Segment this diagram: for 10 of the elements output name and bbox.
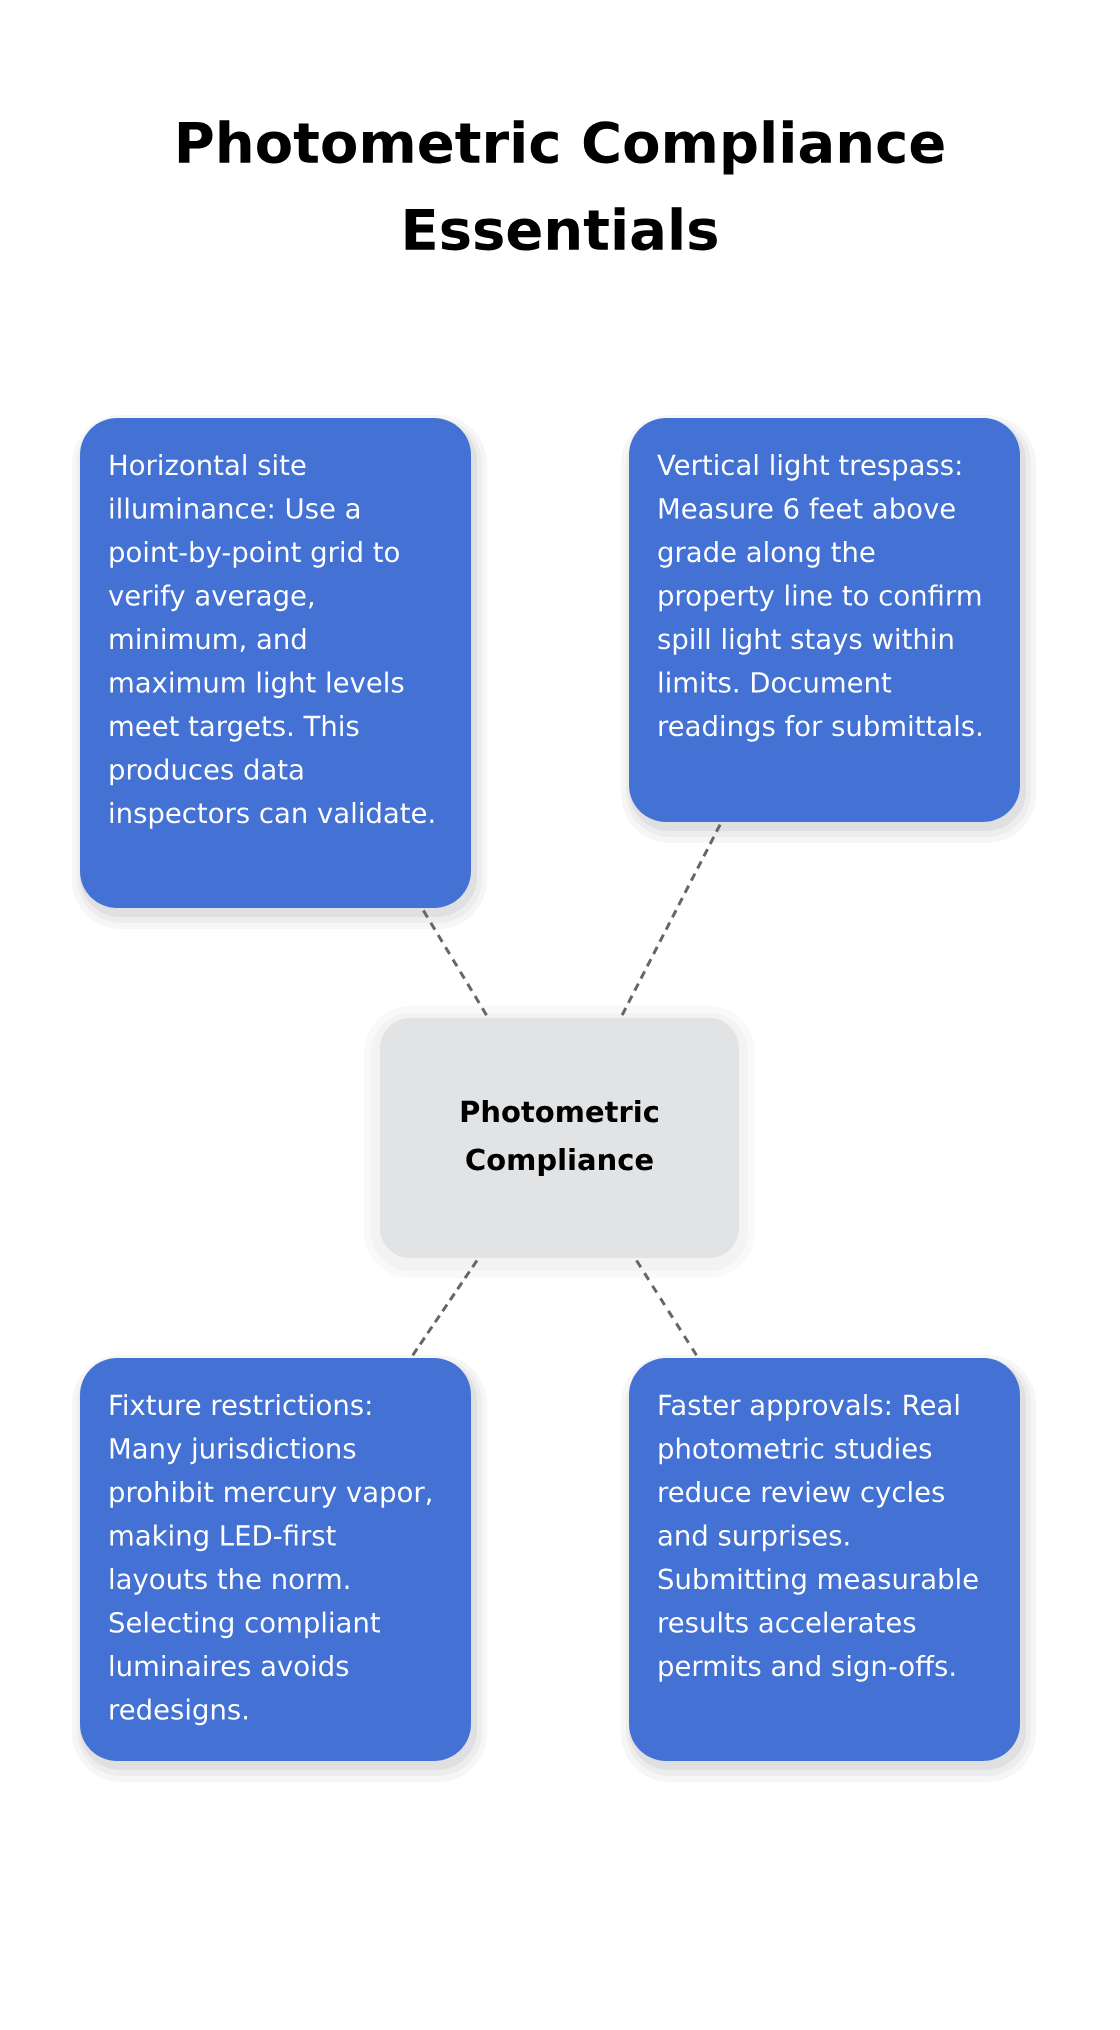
text-box: Horizontal site illuminance: Use a point-by-point grid to verify average, minimum, and maximum light levels meet targets. This produces data inspectors can validate. [72,415,487,929]
connector-line [411,1259,479,1357]
title: Photometric Compliance Essentials [178,120,944,251]
text-box: Faster approvals: Real photometric studies reduce review cycles and surprises. Submitting measurable results accelerates permits and sign-offs. [621,1355,1036,1782]
text-box: Vertical light trespass: Measure 6 feet above grade along the property line to confirm spill light stays within limits. Document readings for submittals. [621,415,1036,843]
connector-line [635,1259,698,1357]
text-box: Fixture restrictions: Many jurisdictions prohibit mercury vapor, making LED-first layouts the norm. Selecting compliant luminaires avoids redesigns. [72,1355,487,1782]
center-box: Photometric Compliance [364,1006,755,1278]
connector-line [620,824,722,1017]
connector-line [422,909,488,1017]
